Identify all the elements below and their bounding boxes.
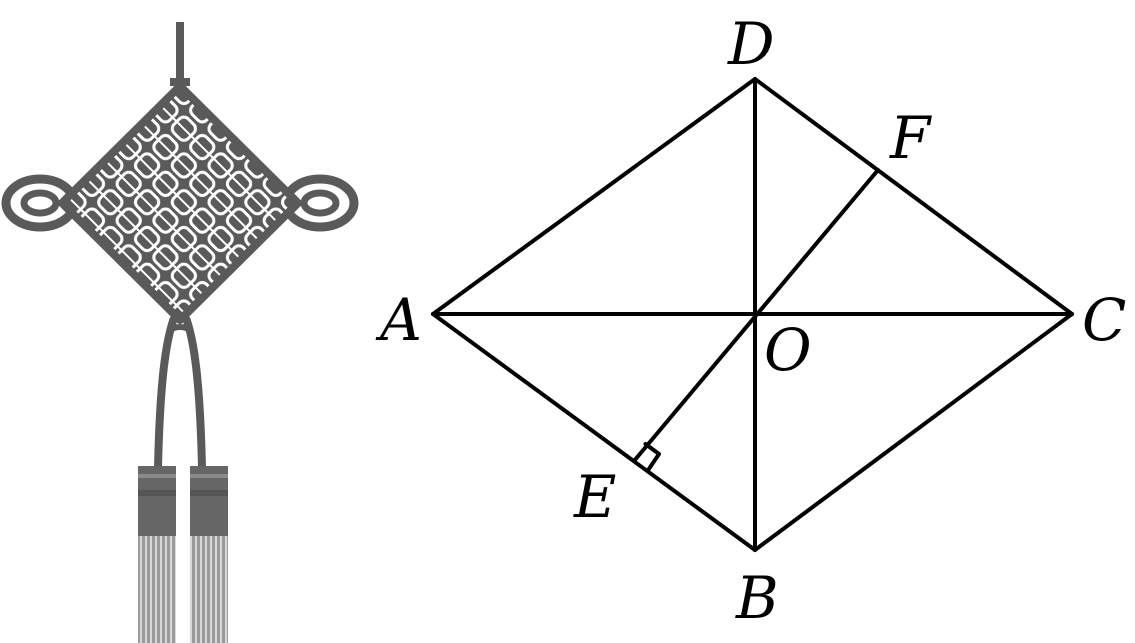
side-CB: [753, 312, 1074, 552]
point-labels: A B C D E F O: [375, 10, 1126, 632]
label-E: E: [573, 463, 616, 531]
label-D: D: [727, 10, 775, 78]
side-BA: [431, 312, 757, 552]
label-F: F: [889, 104, 932, 172]
side-AD: [431, 77, 757, 316]
side-DC: [753, 77, 1074, 316]
segment-EF: [632, 168, 880, 463]
label-A: A: [375, 286, 422, 354]
label-O: O: [764, 316, 812, 384]
right-angle-mark: [643, 442, 661, 473]
rhombus-figure: [431, 77, 1074, 552]
label-C: C: [1082, 286, 1126, 354]
label-B: B: [735, 564, 779, 632]
chinese-knot-icon: [1, 22, 359, 643]
